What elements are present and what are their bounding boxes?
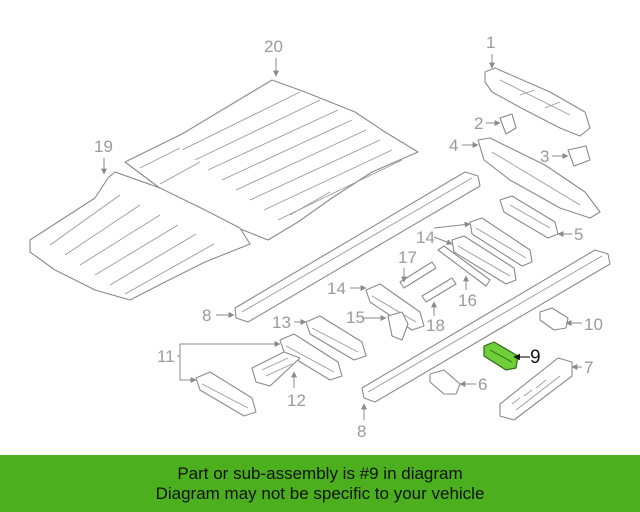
part-2-bracket	[499, 113, 517, 135]
part-9-highlighted	[483, 341, 519, 371]
part-12-bracket	[251, 351, 301, 387]
part-4-crossmember	[477, 137, 601, 219]
part-13-crossmember	[305, 315, 367, 361]
part-18-brace	[421, 277, 457, 303]
label-4: 4	[449, 136, 458, 155]
label-17: 17	[398, 248, 417, 267]
part-7-plate	[499, 357, 573, 421]
part-15-bracket	[387, 311, 409, 341]
part-8-side-rail-right	[361, 249, 611, 403]
label-13: 13	[272, 313, 291, 332]
label-8-upper: 8	[202, 306, 211, 325]
part-14-crossmember-lower	[365, 283, 425, 331]
part-17-brace	[399, 261, 437, 289]
part-1-crossmember	[484, 67, 591, 137]
label-18: 18	[426, 316, 445, 335]
label-10: 10	[584, 315, 603, 334]
parts-diagram: 20 19 1 2 3 4 5 8	[29, 33, 611, 441]
part-16-brace	[437, 245, 491, 287]
label-3: 3	[540, 147, 549, 166]
part-6-bracket	[429, 369, 461, 395]
label-20: 20	[264, 37, 283, 56]
leader-11-b	[179, 356, 197, 383]
leader-14-upper-b	[433, 221, 471, 229]
part-3-bracket	[567, 145, 591, 167]
part-14-crossmember-upper	[451, 217, 533, 285]
part-8-side-rail-left	[234, 171, 481, 323]
part-10-bracket	[539, 307, 569, 331]
label-8-lower: 8	[357, 422, 366, 441]
label-19: 19	[94, 137, 113, 156]
info-banner: Part or sub-assembly is #9 in diagram Di…	[0, 455, 640, 512]
part-11-crossmember	[195, 333, 343, 417]
label-11: 11	[157, 347, 175, 366]
label-7: 7	[584, 358, 593, 377]
banner-line-1: Part or sub-assembly is #9 in diagram	[177, 463, 463, 483]
label-9: 9	[530, 347, 541, 368]
label-14-lower: 14	[327, 279, 346, 298]
label-2: 2	[474, 114, 483, 133]
label-6: 6	[478, 375, 487, 394]
part-19-front-floor-pan	[29, 171, 251, 301]
banner-line-2: Diagram may not be specific to your vehi…	[155, 483, 485, 503]
label-15: 15	[346, 308, 365, 327]
leader-14-upper-a	[433, 236, 453, 245]
label-5: 5	[574, 225, 583, 244]
label-1: 1	[486, 33, 495, 52]
leader-11-a	[177, 341, 281, 357]
label-12: 12	[287, 391, 306, 410]
label-14-upper: 14	[416, 228, 435, 247]
label-16: 16	[458, 291, 477, 310]
